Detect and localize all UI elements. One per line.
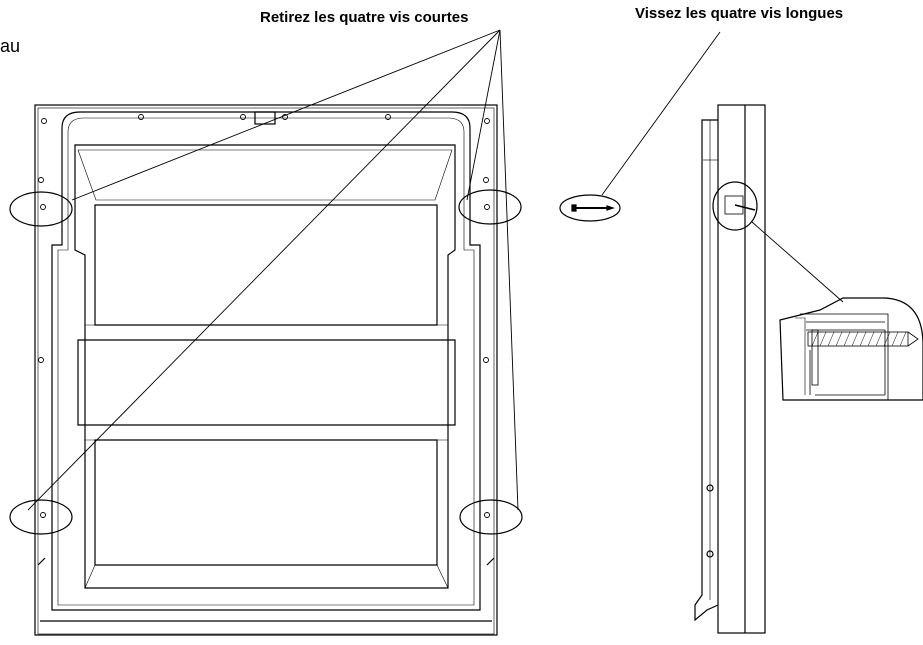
cut-text-fragment: au: [0, 36, 21, 56]
door-latch: [254, 111, 276, 125]
label-remove-short-screws: Retirez les quatre vis courtes: [260, 9, 469, 26]
callout-ellipse-bottom-right: [459, 499, 523, 535]
leader-lines: [27, 29, 721, 511]
magnified-screw-detail: [779, 297, 923, 401]
door-outer-frame: [34, 104, 498, 636]
side-panel: [717, 104, 766, 634]
callout-ellipse-long-screw: [559, 194, 621, 222]
door-side-view: [694, 104, 844, 634]
door-shelf-upper: [94, 204, 438, 326]
door-inner-panel: [51, 111, 481, 611]
detail-outline: [779, 297, 923, 401]
callout-ellipse-top-left: [9, 191, 73, 227]
door-recess: [74, 144, 456, 589]
callout-ellipse-bottom-left: [9, 499, 73, 535]
door-front-view: [34, 104, 498, 636]
long-screw-icon: [571, 204, 615, 212]
door-shelf-lower: [94, 439, 438, 566]
side-detail-ellipse: [712, 181, 758, 231]
door-shelf-middle: [77, 339, 456, 426]
label-screw-long-screws: Vissez les quatre vis longues: [635, 5, 844, 22]
callout-ellipse-top-right: [458, 189, 522, 225]
front-screw-holes: [38, 114, 490, 518]
